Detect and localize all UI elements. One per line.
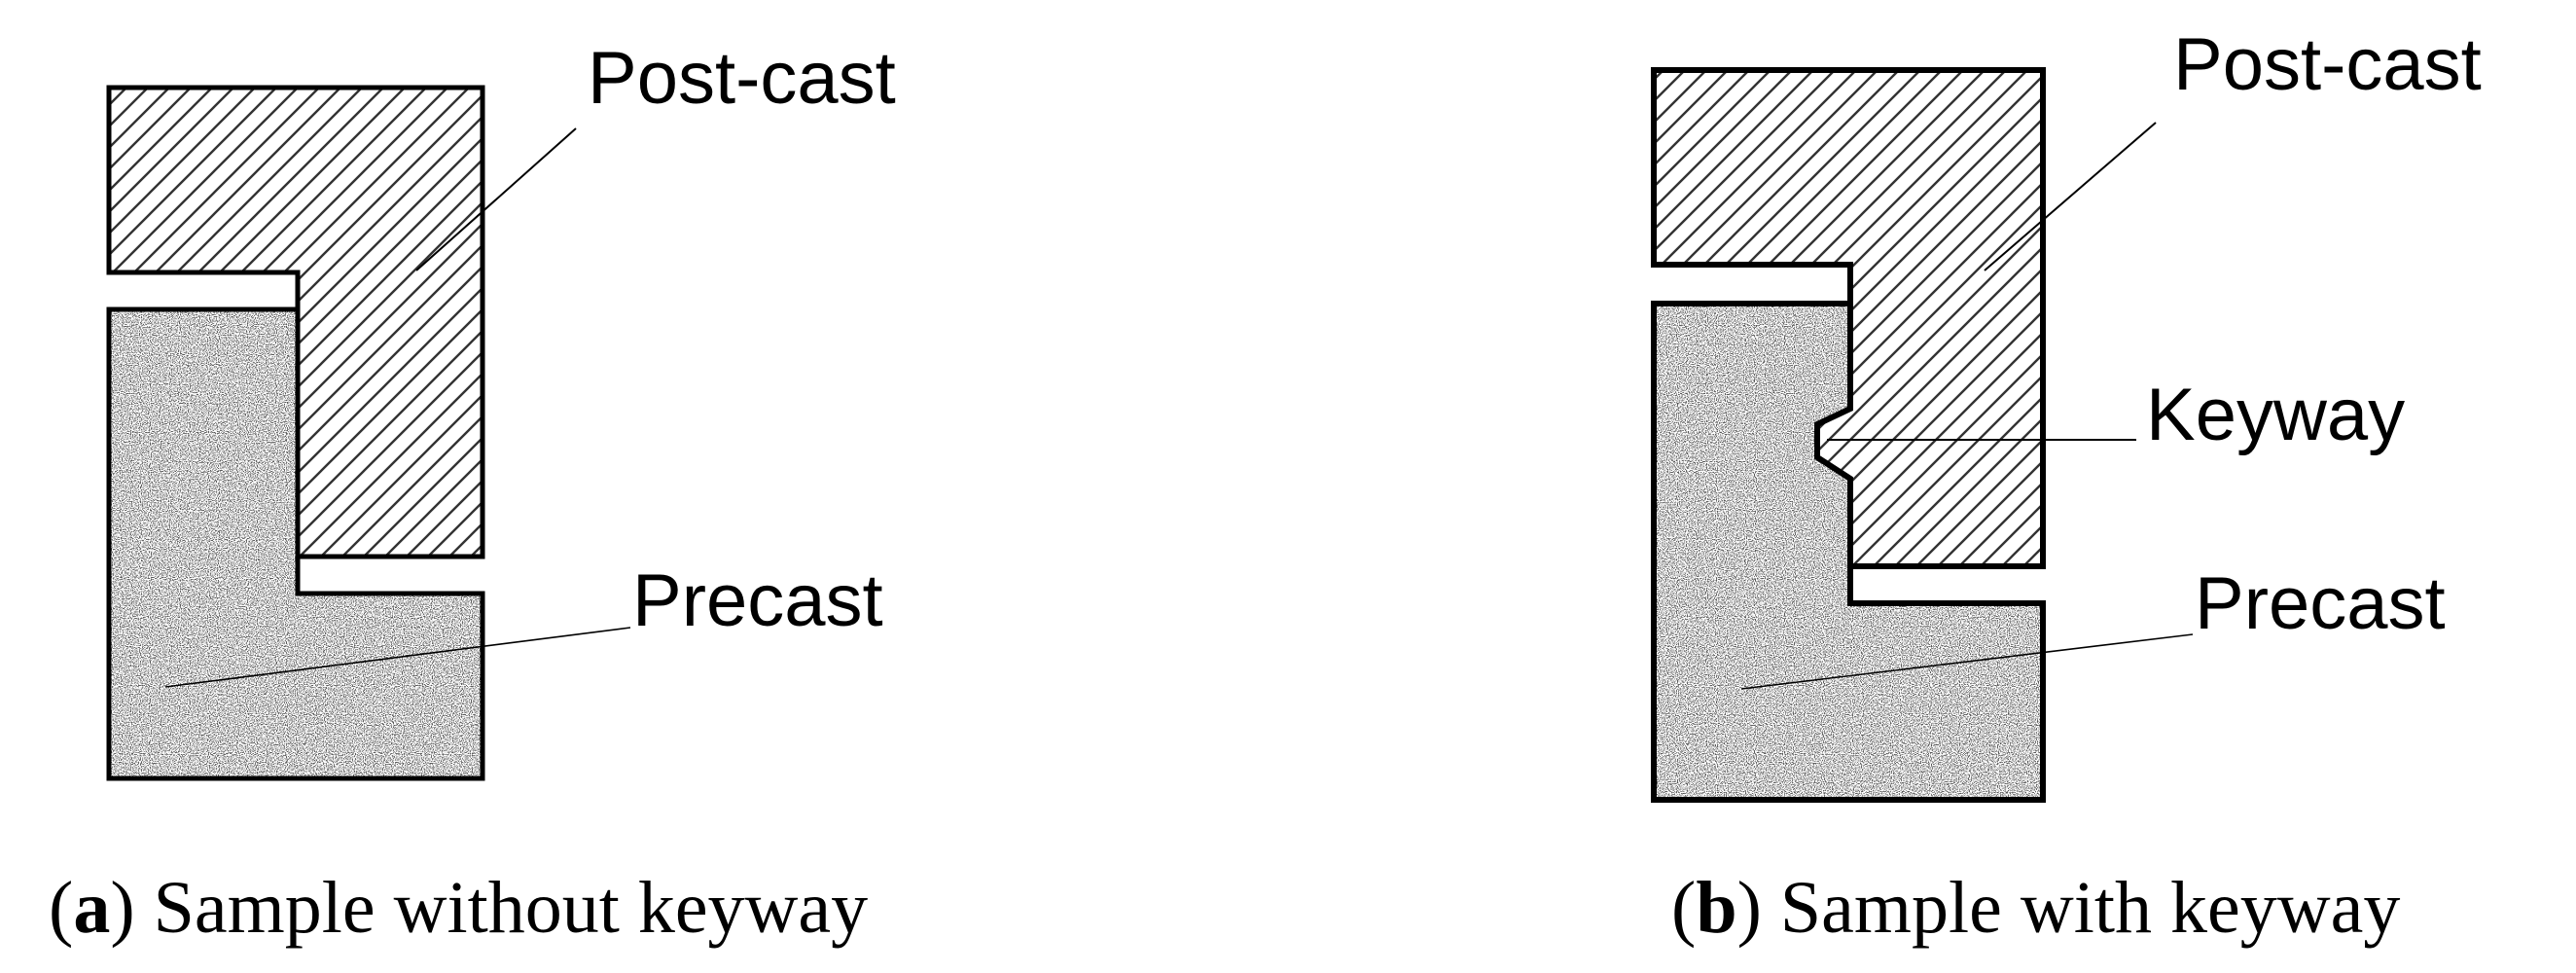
label-post-cast-b: Post-cast bbox=[2173, 23, 2482, 106]
caption-b-text: Sample with keyway bbox=[1761, 867, 2401, 949]
caption-a: (a) Sample without keyway bbox=[49, 871, 868, 945]
label-keyway-b: Keyway bbox=[2146, 374, 2405, 456]
label-precast-b: Precast bbox=[2195, 562, 2446, 645]
leader-line-precast-a bbox=[164, 627, 631, 688]
leader-line-post-cast-a bbox=[415, 127, 577, 271]
leader-line-post-cast-b bbox=[1984, 122, 2157, 271]
label-precast-a: Precast bbox=[632, 559, 883, 642]
panel-b: Post-cast Keyway Precast bbox=[1651, 23, 2482, 803]
caption-a-open: ( bbox=[49, 867, 74, 949]
caption-b-close: ) bbox=[1736, 867, 1762, 949]
caption-a-close: ) bbox=[110, 867, 135, 949]
panel-a: Post-cast Precast bbox=[106, 37, 896, 781]
caption-b: (b) Sample with keyway bbox=[1671, 871, 2400, 945]
caption-b-open: ( bbox=[1671, 867, 1697, 949]
leader-line-precast-b bbox=[1740, 633, 2194, 690]
caption-a-text: Sample without keyway bbox=[134, 867, 869, 949]
caption-a-letter: a bbox=[73, 867, 111, 949]
caption-b-letter: b bbox=[1696, 867, 1737, 949]
label-post-cast-a: Post-cast bbox=[588, 37, 896, 120]
